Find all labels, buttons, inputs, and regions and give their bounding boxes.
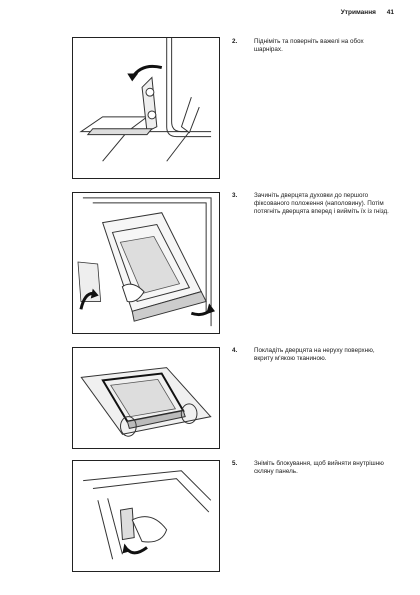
step-text: Зніміть блокування, щоб вийняти внутрішн… <box>254 460 384 476</box>
step-number: 4. <box>232 347 238 354</box>
step-text: Покладіть дверцята на неруху поверхню, в… <box>254 347 375 363</box>
step-2: 2. Підніміть та поверніть важелі на обох… <box>232 38 392 54</box>
step-number: 2. <box>232 38 238 45</box>
step-number: 3. <box>232 192 238 199</box>
step-3: 3. Зачиніть дверцята духовки до першого … <box>232 192 392 217</box>
step-number: 5. <box>232 460 238 467</box>
step-text: Зачиніть дверцята духовки до першого фік… <box>254 192 389 216</box>
step-text: Підніміть та поверніть важелі на обох ша… <box>254 38 364 54</box>
step-5: 5. Зніміть блокування, щоб вийняти внутр… <box>232 460 392 476</box>
page-number: 41 <box>386 9 394 16</box>
hinge-lever-illustration <box>72 37 220 179</box>
door-on-cloth-illustration <box>72 347 220 449</box>
section-title: Утримання <box>340 9 376 16</box>
step-4: 4. Покладіть дверцята на неруху поверхню… <box>232 347 392 363</box>
remove-door-illustration <box>72 192 220 334</box>
release-lock-illustration <box>72 460 220 572</box>
page-header: Утримання 41 <box>341 9 394 16</box>
